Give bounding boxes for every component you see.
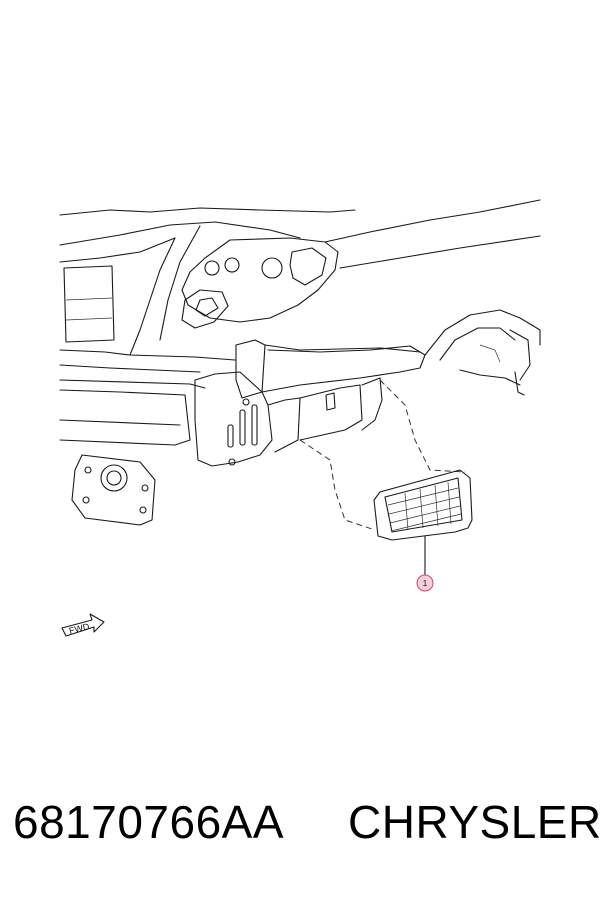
caption-bar: 68170766AA CHRYSLER bbox=[0, 795, 600, 865]
callout-1: 1 bbox=[416, 535, 434, 592]
fwd-label: FWD bbox=[68, 621, 91, 636]
assembly-leader-lines bbox=[299, 379, 466, 531]
part-number: 68170766AA bbox=[13, 796, 285, 848]
vehicle-body-illustration bbox=[59, 199, 541, 526]
brand-name: CHRYSLER bbox=[348, 796, 600, 848]
grille-insert-part bbox=[373, 469, 473, 541]
parts-diagram: 1 FWD bbox=[59, 199, 541, 637]
fwd-arrow-icon: FWD bbox=[61, 613, 105, 637]
callout-number: 1 bbox=[423, 579, 428, 588]
callout-circle bbox=[416, 574, 434, 592]
